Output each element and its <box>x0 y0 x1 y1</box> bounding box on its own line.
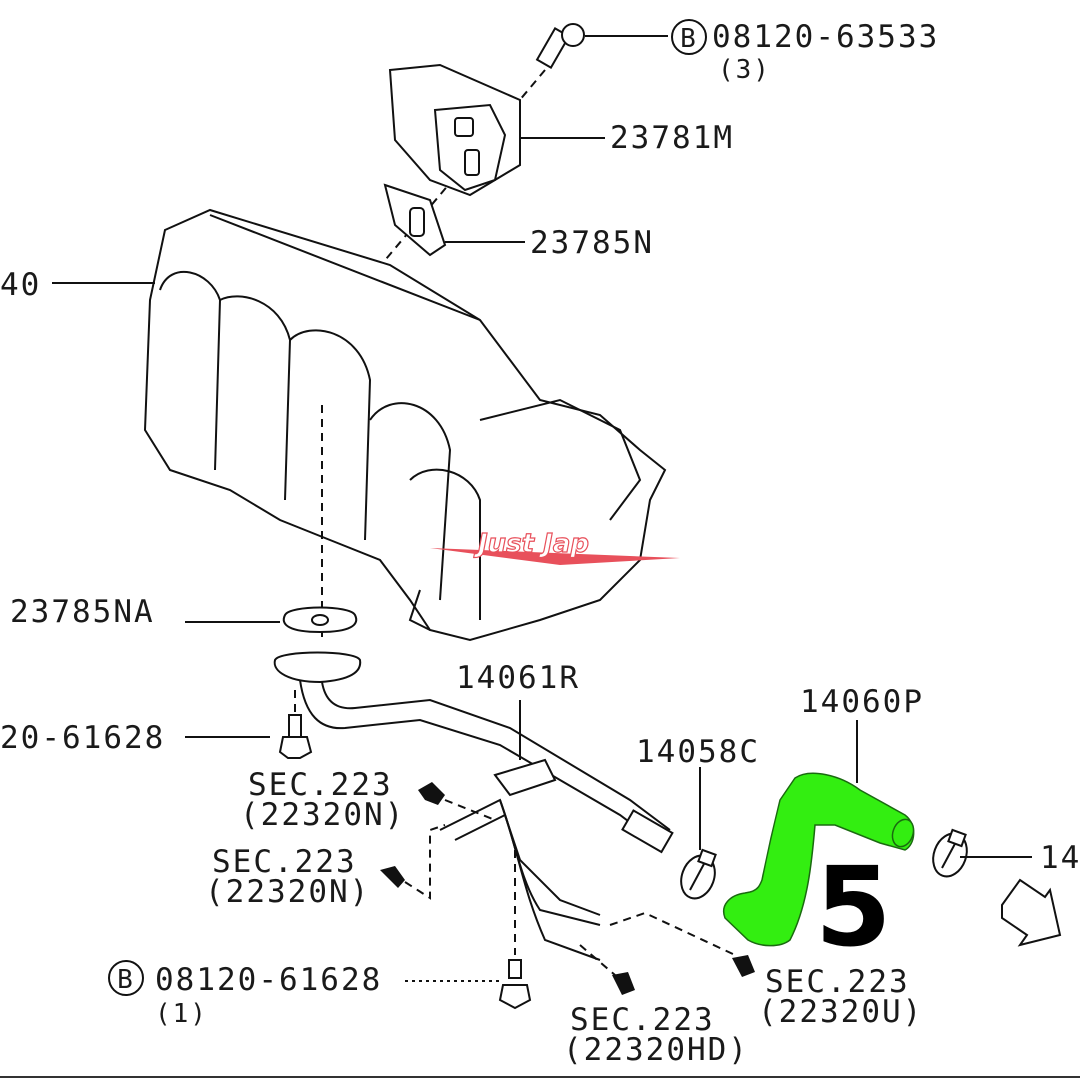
direction-arrow-icon <box>1001 878 1062 947</box>
svg-text:14058C: 14058C <box>636 734 760 770</box>
sec-22320u: SEC.223 (22320U) <box>609 911 923 1030</box>
coolant-hose-highlighted: 14060P <box>723 684 924 947</box>
svg-text:08120-63533: 08120-63533 <box>712 19 939 55</box>
bolt-top-label: B 08120-63533 (3) <box>671 19 939 85</box>
gasket-lower: 23785NA <box>10 594 358 634</box>
hose-clamp-left: 14058C <box>636 734 760 900</box>
callout-number: 5 <box>815 843 892 971</box>
svg-text:(22320N): (22320N) <box>205 874 370 910</box>
connector-arrow-icon <box>732 955 755 977</box>
sec-22320n-1: SEC.223 (22320N) <box>240 767 496 833</box>
svg-text:B: B <box>117 965 135 995</box>
svg-text:(22320N): (22320N) <box>240 797 405 833</box>
svg-text:Just Jap: Just Jap <box>473 529 589 559</box>
svg-text:(3): (3) <box>718 55 771 85</box>
svg-text:SEC.223: SEC.223 <box>248 767 393 803</box>
watermark-logo: Just Jap <box>430 528 680 565</box>
bolt-left: 20-61628 <box>0 690 313 759</box>
svg-text:23785N: 23785N <box>530 225 654 261</box>
svg-text:SEC.223: SEC.223 <box>765 964 910 1000</box>
sec-22320n-2: SEC.223 (22320N) <box>205 824 446 910</box>
svg-text:(22320U): (22320U) <box>758 994 923 1030</box>
hose-clamp-right: 14 <box>932 828 1080 878</box>
svg-text:14060P: 14060P <box>800 684 924 720</box>
intake-manifold: 40 <box>0 208 667 642</box>
sec-22320hd: SEC.223 (22320HD) <box>563 944 749 1068</box>
svg-text:SEC.223: SEC.223 <box>212 844 357 880</box>
svg-text:B: B <box>680 24 698 54</box>
svg-text:20-61628: 20-61628 <box>0 720 165 756</box>
svg-text:SEC.223: SEC.223 <box>570 1002 715 1038</box>
connector-arrow-icon <box>418 782 445 805</box>
gasket-top: 23785N <box>383 183 654 261</box>
svg-text:40: 40 <box>0 267 41 303</box>
bolt-bottom: B 08120-61628 (1) <box>108 850 532 1029</box>
connector-arrow-icon <box>380 866 405 888</box>
connector-arrow-icon <box>612 972 635 995</box>
svg-text:(22320HD): (22320HD) <box>563 1032 749 1068</box>
svg-text:23781M: 23781M <box>610 120 734 156</box>
water-pipe: 14061R <box>273 651 674 961</box>
svg-text:14061R: 14061R <box>456 660 580 696</box>
idle-air-valve: 23781M <box>388 63 734 197</box>
svg-text:08120-61628: 08120-61628 <box>155 962 382 998</box>
svg-text:(1): (1) <box>155 999 208 1029</box>
svg-text:14: 14 <box>1040 840 1080 876</box>
svg-text:23785NA: 23785NA <box>10 594 155 630</box>
